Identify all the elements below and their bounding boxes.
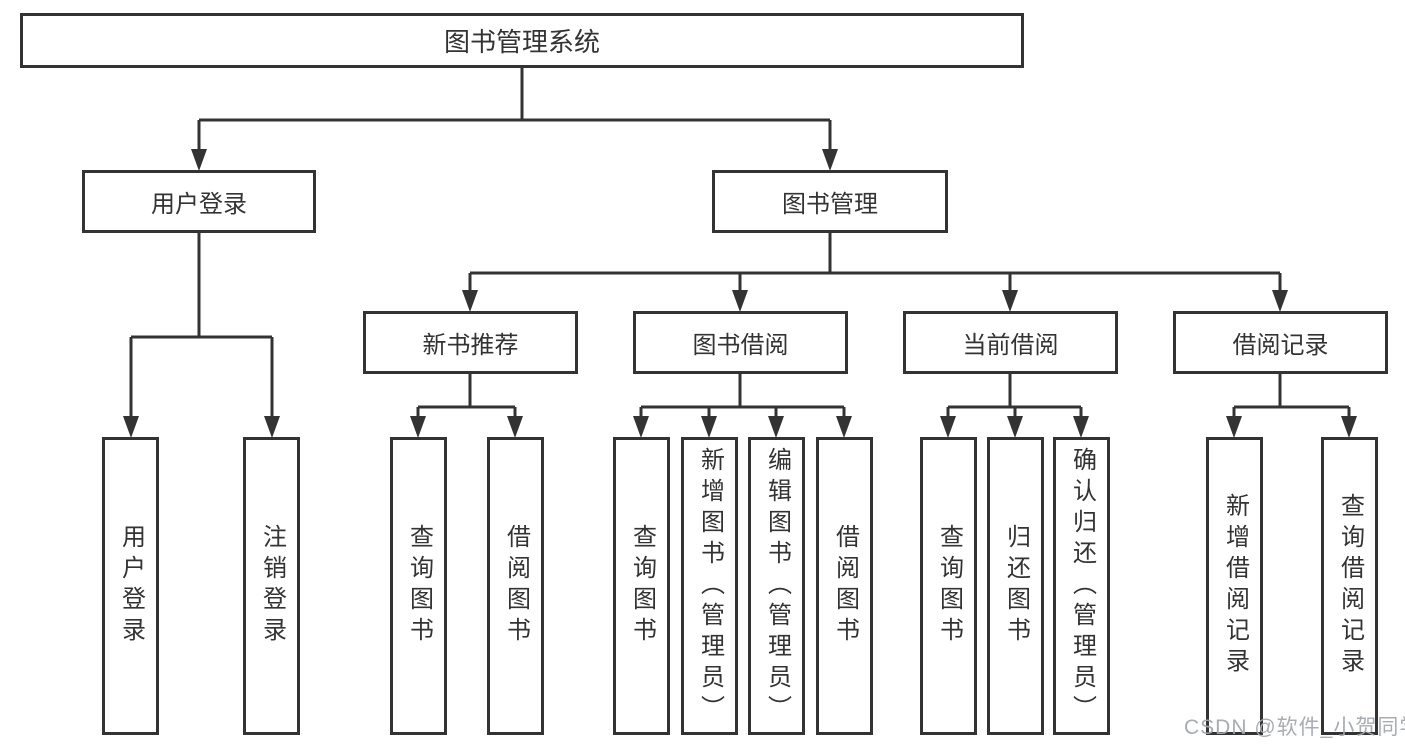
node-label: 用户登录 (117, 524, 145, 648)
leaf-user-login: 用户登录 (102, 437, 159, 735)
node-user-login-branch: 用户登录 (82, 170, 316, 233)
node-label: 图书管理系统 (443, 27, 600, 57)
node-label: 用户登录 (151, 191, 247, 218)
node-current-borrow: 当前借阅 (903, 311, 1118, 374)
node-label: 查询图书 (405, 524, 433, 648)
node-borrow-records: 借阅记录 (1173, 311, 1388, 374)
node-label: 确认归还（管理员） (1068, 446, 1096, 726)
node-label: 查询借阅记录 (1336, 493, 1364, 679)
node-label: 借阅记录 (1232, 332, 1329, 359)
csdn-watermark: CSDN @软件_小贺同学 (1184, 716, 1405, 739)
node-label: 新增借阅记录 (1221, 493, 1249, 679)
node-label: 当前借阅 (962, 332, 1059, 359)
node-label: 归还图书 (1002, 524, 1030, 648)
leaf-borrow-book: 借阅图书 (816, 437, 873, 735)
leaf-query-book-current: 查询图书 (920, 437, 977, 735)
node-label: 图书借阅 (692, 332, 789, 359)
leaf-add-borrow-record: 新增借阅记录 (1206, 437, 1263, 735)
node-label: 注销登录 (258, 524, 286, 648)
node-label: 新书推荐 (422, 332, 519, 359)
node-label: 查询图书 (628, 524, 656, 648)
leaf-return-book: 归还图书 (987, 437, 1044, 735)
leaf-query-book-borrow: 查询图书 (613, 437, 670, 735)
leaf-edit-book-admin: 编辑图书（管理员） (748, 437, 805, 735)
leaf-logout: 注销登录 (243, 437, 300, 735)
node-label: 新增图书（管理员） (696, 446, 724, 726)
node-label: 借阅图书 (831, 524, 859, 648)
leaf-confirm-return-admin: 确认归还（管理员） (1053, 437, 1110, 735)
node-label: 图书管理 (782, 191, 878, 218)
node-label: 借阅图书 (502, 524, 530, 648)
node-new-book-recommend: 新书推荐 (363, 311, 578, 374)
node-book-management-branch: 图书管理 (712, 170, 948, 233)
leaf-query-book-recommend: 查询图书 (390, 437, 447, 735)
leaf-borrow-book-recommend: 借阅图书 (487, 437, 544, 735)
leaf-add-book-admin: 新增图书（管理员） (681, 437, 738, 735)
node-label: 查询图书 (935, 524, 963, 648)
node-book-borrow: 图书借阅 (633, 311, 848, 374)
leaf-query-borrow-record: 查询借阅记录 (1321, 437, 1378, 735)
node-library-management-system: 图书管理系统 (20, 13, 1024, 68)
node-label: 编辑图书（管理员） (763, 446, 791, 726)
